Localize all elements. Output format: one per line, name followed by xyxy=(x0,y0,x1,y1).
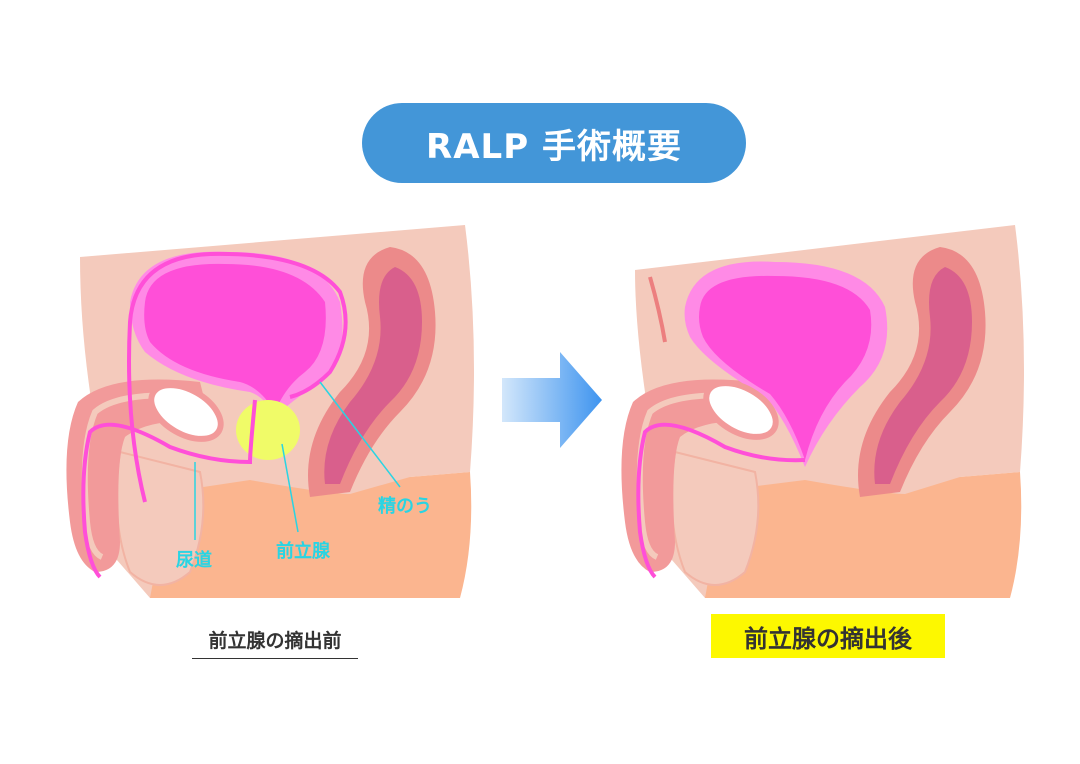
anatomy-before-diagram xyxy=(50,222,485,600)
penis xyxy=(66,379,210,572)
seminal-vesicle-label: 精のう xyxy=(378,496,432,517)
vas-deferens xyxy=(648,276,667,343)
rectum-inner xyxy=(324,267,422,484)
scrotum xyxy=(670,450,760,586)
pubic-bone xyxy=(148,382,224,442)
page-title: RALP 手術概要 xyxy=(426,126,682,167)
right-arrow-icon xyxy=(502,352,602,448)
urethra-label: 尿道 xyxy=(176,550,212,571)
caption-before-removal: 前立腺の摘出前 xyxy=(192,626,358,659)
anatomy-after-diagram xyxy=(605,222,1035,600)
bladder xyxy=(144,263,326,412)
penis xyxy=(621,379,765,572)
rectum-inner xyxy=(874,267,972,484)
prostate-label: 前立腺 xyxy=(276,541,330,562)
pelvic-floor xyxy=(705,472,1022,598)
anatomy-before-svg xyxy=(66,225,474,598)
pelvic-floor xyxy=(150,472,472,598)
urethra-path xyxy=(81,399,257,579)
urethra-path xyxy=(636,422,806,579)
vesicle-leader xyxy=(319,381,401,488)
pubic-bone xyxy=(703,380,779,440)
vas-deferens xyxy=(127,251,348,503)
prostate-leader xyxy=(281,443,299,533)
prostate xyxy=(236,400,300,460)
anatomy-after-svg xyxy=(621,225,1024,598)
title-banner: RALP 手術概要 xyxy=(362,103,746,183)
caption-after-removal: 前立腺の摘出後 xyxy=(711,614,945,658)
bladder xyxy=(699,275,872,460)
